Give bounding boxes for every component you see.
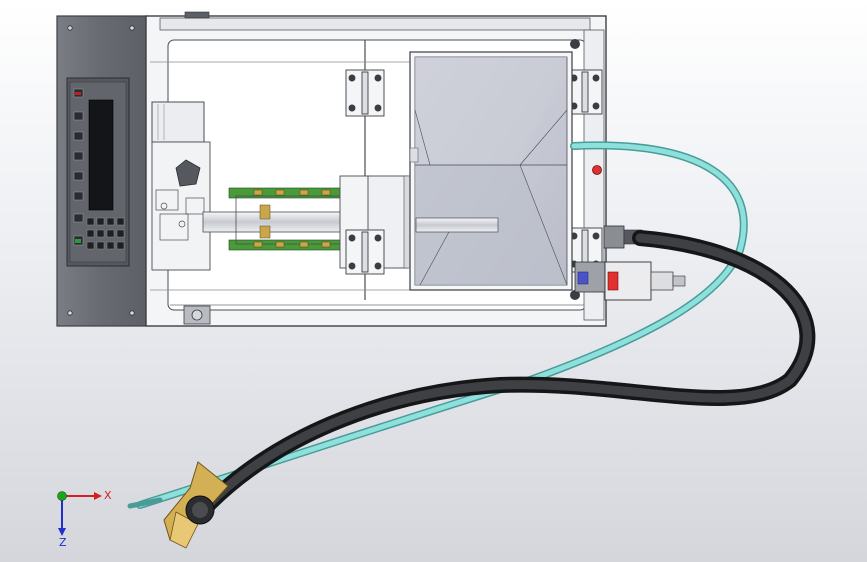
y-axis-dot xyxy=(57,491,67,501)
z-axis-arrow xyxy=(58,528,66,536)
hinges xyxy=(345,69,603,275)
controller-led-green xyxy=(75,239,81,243)
x-axis-arrow xyxy=(94,492,102,500)
z-axis-label: Z xyxy=(59,536,67,549)
controller-keypad xyxy=(86,217,125,250)
right-connectors xyxy=(574,165,686,301)
controller-display xyxy=(88,99,114,211)
top-latch xyxy=(184,11,210,19)
left-mechanism xyxy=(151,101,411,271)
hinge-bottom-left xyxy=(345,229,385,275)
brass-valve xyxy=(127,461,229,549)
hinge-top-right xyxy=(567,69,603,115)
panel-screw-holes xyxy=(67,25,135,316)
hopper-outlet-rod xyxy=(415,217,499,233)
bottom-fitting xyxy=(183,305,211,325)
knob-handle xyxy=(175,159,201,187)
control-panel xyxy=(56,15,147,327)
pcb-strip-bottom xyxy=(228,239,352,251)
controller-unit xyxy=(66,77,130,267)
indicator-light xyxy=(592,165,602,175)
brass-terminals xyxy=(253,189,331,248)
guide-rod xyxy=(202,211,364,233)
orientation-triad: X Z xyxy=(57,489,112,549)
cyan-tube xyxy=(136,141,748,509)
x-axis-label: X xyxy=(104,489,112,502)
controller-led-red xyxy=(75,92,81,95)
hinge-top-left xyxy=(345,69,385,117)
black-cable xyxy=(197,230,816,516)
pcb-strip-top xyxy=(228,187,352,199)
cable-gland xyxy=(603,225,625,249)
hopper xyxy=(409,51,573,291)
